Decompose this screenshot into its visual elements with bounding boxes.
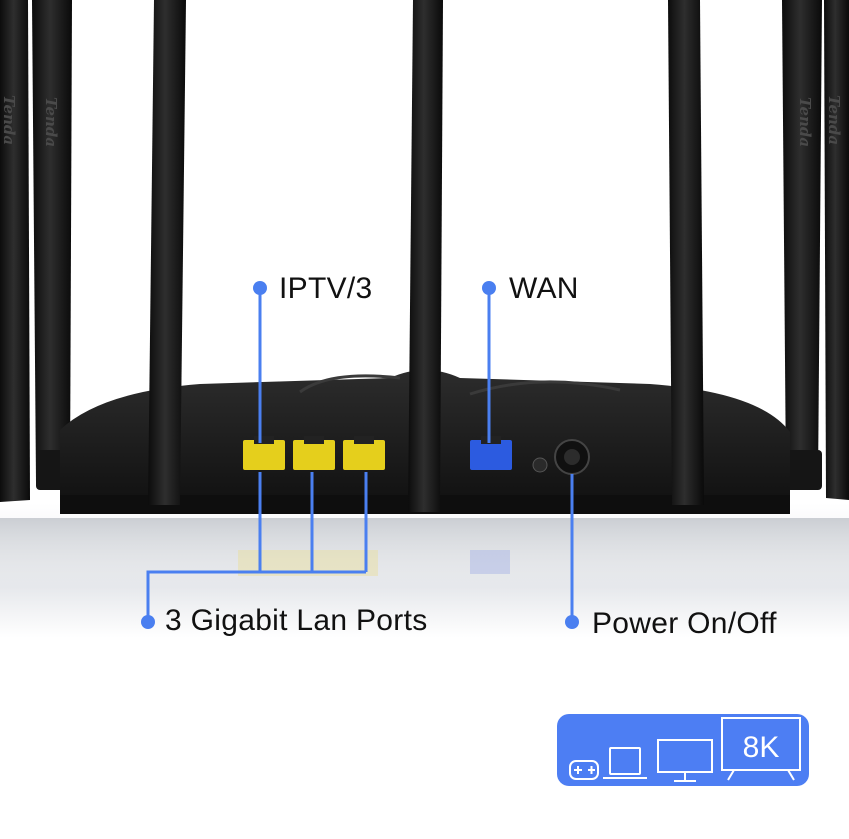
brand-logo-right-1: Tenda — [796, 97, 814, 148]
lan-port-1 — [243, 436, 285, 470]
wan-port — [470, 436, 512, 470]
lan-port-3 — [343, 436, 385, 470]
router-reflection — [0, 518, 849, 628]
right-antennas — [782, 0, 849, 500]
callout-lines — [146, 288, 574, 622]
lan-ports-label: 3 Gigabit Lan Ports — [165, 604, 428, 637]
tv-icon — [721, 717, 801, 781]
laptop-icon — [603, 747, 647, 779]
brand-logo-right-2: Tenda — [825, 95, 843, 146]
reset-button — [532, 457, 548, 473]
gamepad-icon — [569, 760, 599, 780]
lan-ports — [243, 436, 385, 470]
monitor-icon — [657, 739, 713, 782]
8k-text: 8K — [743, 731, 780, 764]
brand-logo-left-2: Tenda — [42, 97, 60, 148]
8k-badge: 8K — [557, 714, 809, 786]
lan-port-2 — [293, 436, 335, 470]
left-antennas — [0, 0, 74, 502]
callout-dots — [141, 281, 579, 629]
middle-antennas — [148, 0, 704, 512]
power-jack — [554, 439, 590, 475]
iptv-label: IPTV/3 — [279, 272, 373, 305]
brand-logo-left-1: Tenda — [0, 95, 18, 146]
power-label: Power On/Off — [592, 607, 777, 640]
wan-label: WAN — [509, 272, 579, 305]
